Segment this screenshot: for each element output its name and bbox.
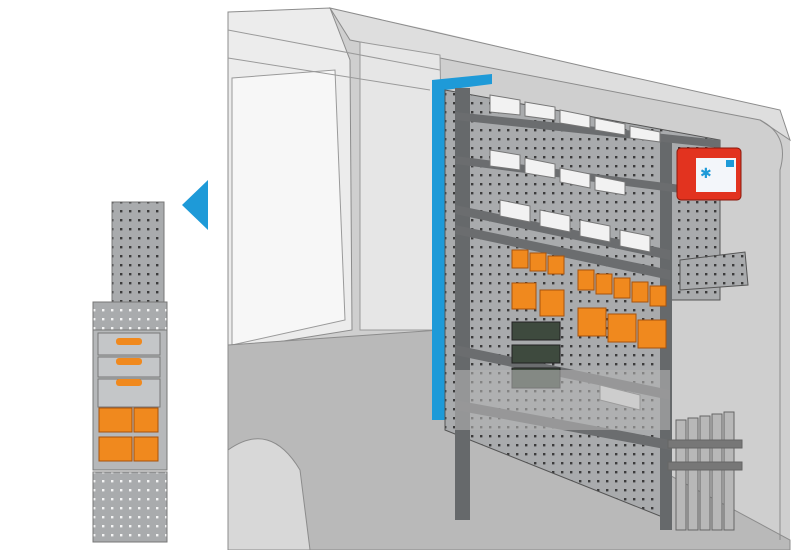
left-bins xyxy=(98,407,159,462)
shelf-dividers xyxy=(489,94,661,411)
first-aid-kit-icon: ✱ xyxy=(676,147,742,201)
svg-text:✱: ✱ xyxy=(700,165,712,181)
shelving-unit: ✱ xyxy=(444,88,749,531)
blue-edge-strip xyxy=(432,74,492,420)
tube-holder xyxy=(667,411,743,531)
triangle-left-icon[interactable] xyxy=(182,180,208,230)
drawer-handles xyxy=(116,338,142,386)
orange-bins xyxy=(511,249,667,349)
base-drawer xyxy=(455,370,670,430)
side-panel-view xyxy=(92,201,168,543)
side-bracket xyxy=(679,251,749,291)
